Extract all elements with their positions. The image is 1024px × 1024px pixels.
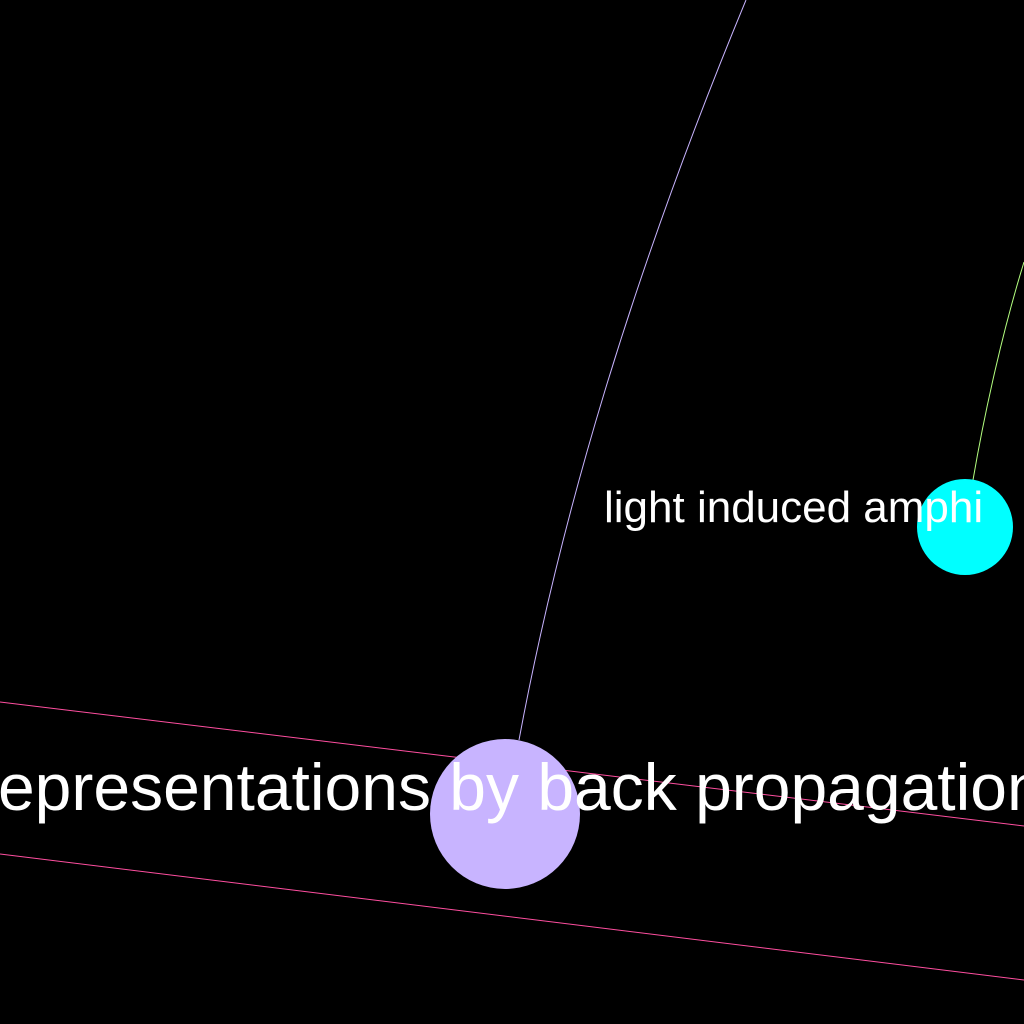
edge-pink-lower bbox=[0, 853, 1024, 981]
node-label-small: light induced amphi bbox=[604, 483, 983, 532]
edge-purple bbox=[518, 0, 747, 741]
edge-green bbox=[972, 261, 1024, 481]
node-label-large: representations by back propagation bbox=[0, 750, 1024, 824]
graph-node-small[interactable] bbox=[917, 479, 1013, 575]
graph-node-large[interactable] bbox=[430, 739, 580, 889]
